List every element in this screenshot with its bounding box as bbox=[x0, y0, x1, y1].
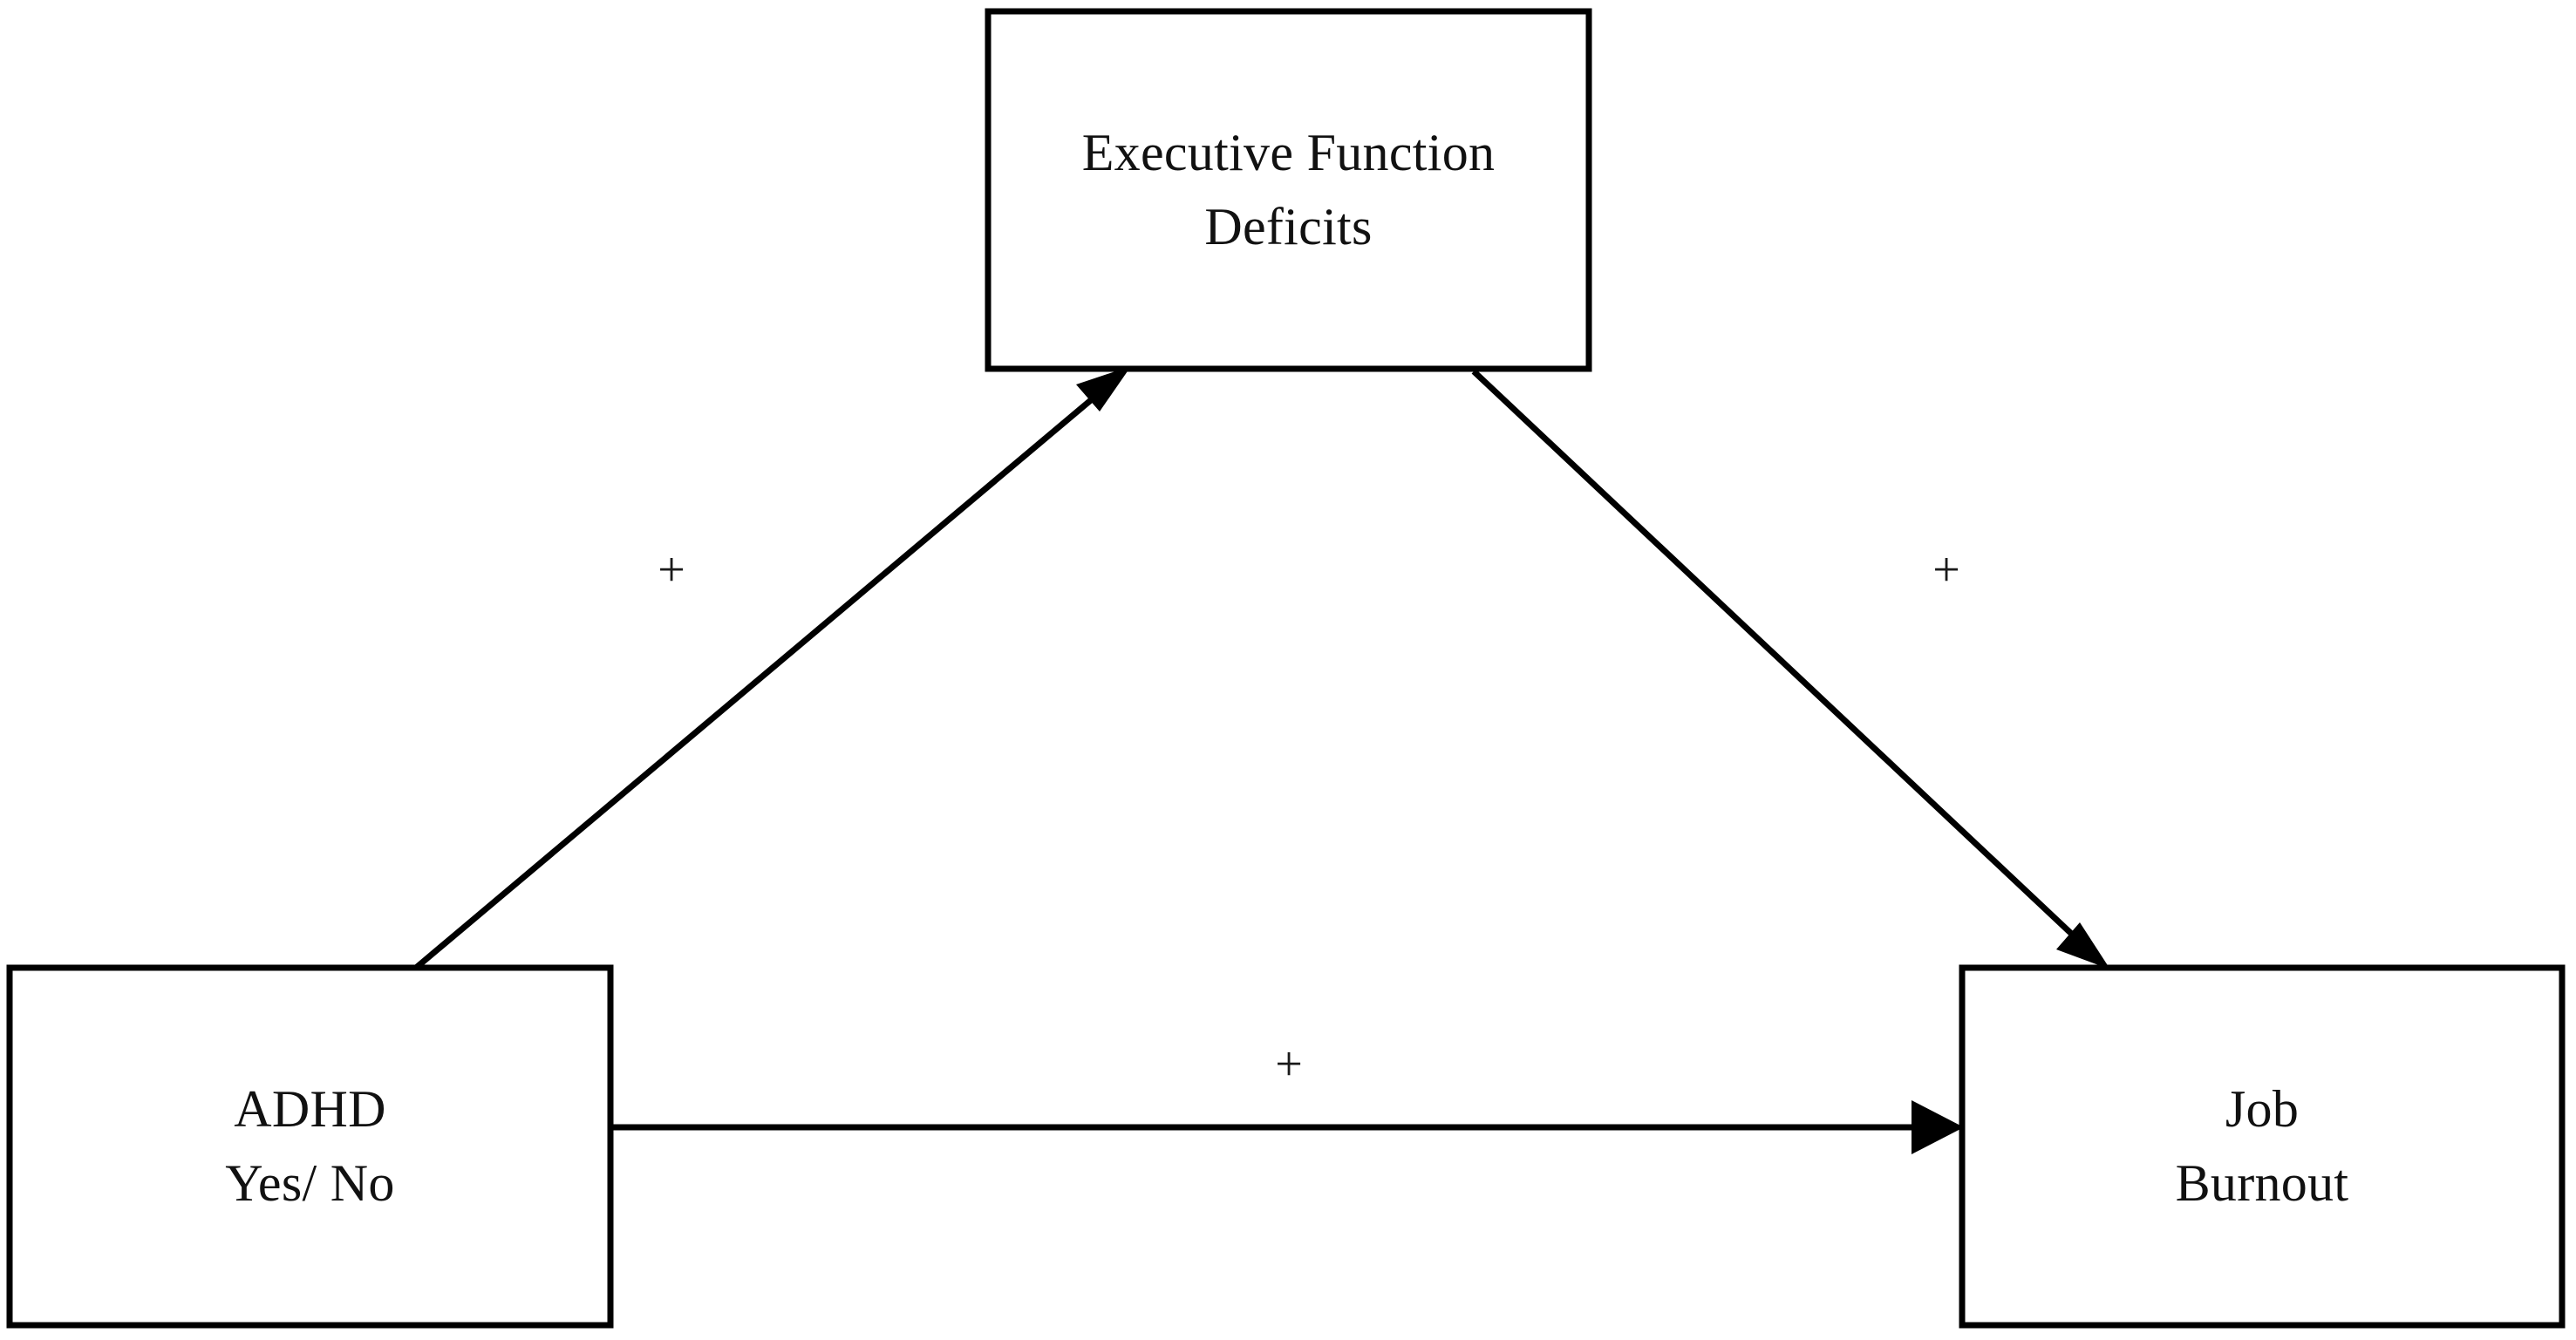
edge-a-arrowhead bbox=[1076, 366, 1131, 412]
edge-adhd-to-executive-function bbox=[413, 366, 1131, 970]
edge-adhd-to-job-burnout bbox=[610, 1100, 1964, 1154]
edge-b-line bbox=[1471, 369, 2097, 958]
edge-a-line bbox=[413, 378, 1116, 970]
edge-executive-function-to-job-burnout bbox=[1471, 369, 2110, 969]
node-box-job-burnout[interactable] bbox=[1959, 964, 2566, 1329]
edge-c-arrowhead bbox=[1912, 1100, 1964, 1154]
edge-b-arrowhead bbox=[2056, 922, 2110, 969]
node-box-executive-function-deficits[interactable] bbox=[985, 8, 1592, 372]
node-box-adhd[interactable] bbox=[6, 964, 614, 1329]
